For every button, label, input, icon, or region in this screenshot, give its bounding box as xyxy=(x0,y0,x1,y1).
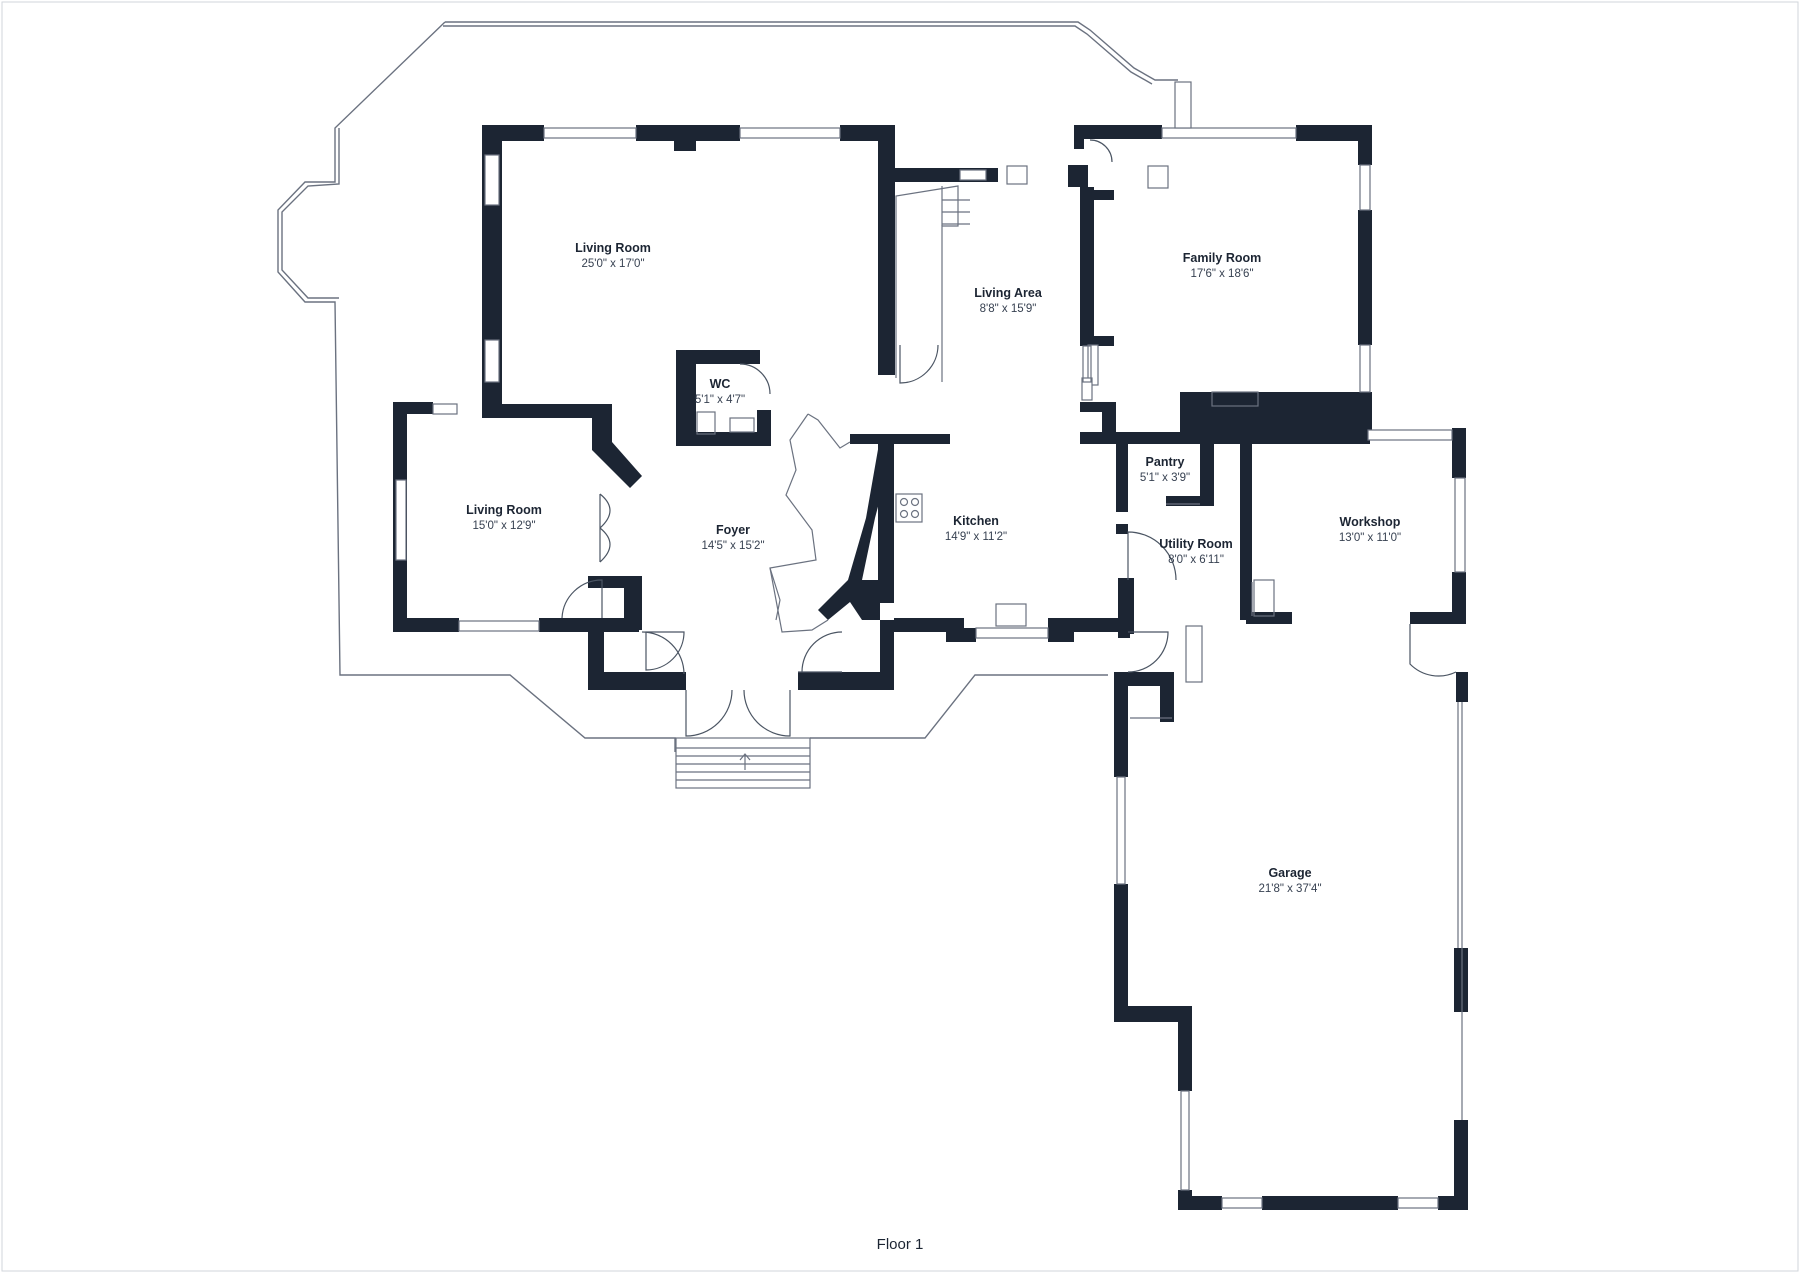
room-name: Living Area xyxy=(974,286,1043,300)
walls xyxy=(393,125,1468,1210)
room-name: WC xyxy=(710,377,731,391)
room-dimensions: 14'5" x 15'2" xyxy=(701,540,764,552)
room-dimensions: 5'1" x 4'7" xyxy=(695,394,745,406)
cooktop-icon xyxy=(895,493,923,523)
room-name: Foyer xyxy=(716,523,750,537)
room-dimensions: 17'6" x 18'6" xyxy=(1190,268,1253,280)
porch-outline xyxy=(277,21,1178,752)
room-dimensions: 13'0" x 11'0" xyxy=(1339,532,1401,544)
floor-label: Floor 1 xyxy=(877,1236,924,1253)
room-name: Living Room xyxy=(466,503,542,517)
staircase xyxy=(895,185,970,382)
sink-icon xyxy=(995,603,1027,627)
room-dimensions: 14'9" x 11'2" xyxy=(945,531,1007,543)
room-name: Workshop xyxy=(1340,515,1401,529)
room-dimensions: 15'0" x 12'9" xyxy=(472,520,535,532)
vanity-icon xyxy=(729,417,755,433)
room-name: Kitchen xyxy=(953,514,999,528)
room-dimensions: 21'8" x 37'4" xyxy=(1258,883,1321,895)
washer-icon xyxy=(1253,579,1275,617)
doors xyxy=(561,139,1457,737)
room-name: Family Room xyxy=(1183,251,1262,265)
room-name: Utility Room xyxy=(1159,537,1233,551)
room-dimensions: 8'8" x 15'9" xyxy=(980,303,1037,315)
room-labels: Living Room 25'0" x 17'0" Living Area 8'… xyxy=(466,241,1401,895)
entry-steps xyxy=(675,737,811,789)
room-name: Living Room xyxy=(575,241,651,255)
room-name: Pantry xyxy=(1146,455,1185,469)
room-name: Garage xyxy=(1268,866,1311,880)
room-dimensions: 8'0" x 6'11" xyxy=(1168,554,1224,566)
room-dimensions: 25'0" x 17'0" xyxy=(581,258,644,270)
fixtures xyxy=(696,165,1275,627)
room-dimensions: 5'1" x 3'9" xyxy=(1140,472,1190,484)
fireplace-icon xyxy=(1211,391,1259,407)
foyer-stair xyxy=(769,413,851,633)
toilet-icon xyxy=(696,411,716,435)
windows xyxy=(395,81,1466,1209)
